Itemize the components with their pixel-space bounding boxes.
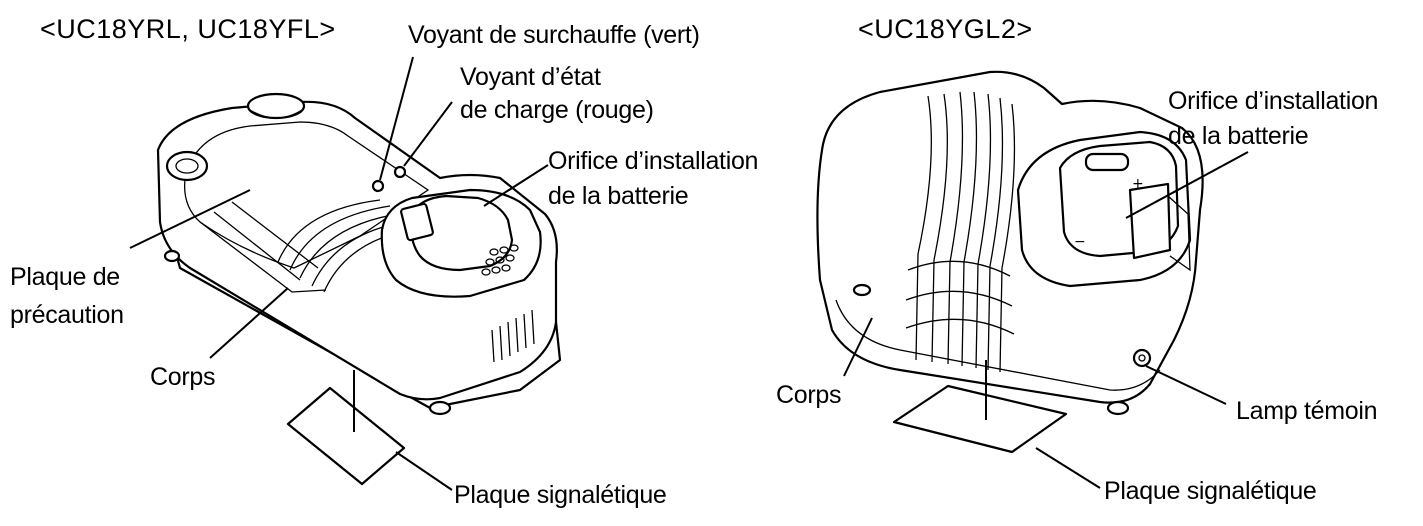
left-socket-tab	[400, 202, 434, 242]
right-leader-lines	[843, 151, 1249, 489]
right-foot-rear	[852, 283, 872, 297]
left-charger-illustration	[156, 92, 562, 416]
right-base-line	[835, 299, 1161, 391]
label-left-signal-plate: Plaque signalétique	[454, 481, 667, 509]
leader-caution-plate	[129, 189, 251, 249]
leader-left-signal	[395, 451, 453, 491]
label-right-signal-plate: Plaque signalétique	[1104, 477, 1317, 505]
svg-text:+: +	[1132, 176, 1144, 192]
label-pilot-lamp: Lamp témoin	[1236, 397, 1378, 425]
label-left-orifice-line2: de la batterie	[548, 182, 689, 210]
left-leader-lines	[129, 56, 549, 491]
svg-text:−: −	[1074, 234, 1086, 250]
label-right-orifice-line1: Orifice d’installation	[1168, 87, 1379, 115]
label-charge-state-line2: de charge (rouge)	[460, 96, 654, 124]
label-right-corps: Corps	[776, 381, 842, 409]
label-caution-plate-line2: précaution	[10, 301, 124, 329]
left-orifice	[409, 194, 514, 272]
label-charge-state-line1: Voyant d’état	[460, 63, 601, 91]
left-grip-ridge	[199, 201, 327, 293]
right-cord-column	[915, 91, 1016, 373]
label-left-orifice-line1: Orifice d’installation	[548, 147, 759, 175]
left-model-title: <UC18YRL, UC18YFL>	[40, 14, 336, 44]
left-cord-grooves	[277, 199, 411, 293]
leader-left-orifice	[483, 164, 549, 207]
right-model-title: <UC18YGL2>	[858, 14, 1033, 44]
left-nameplate	[286, 386, 406, 486]
left-charge-lamp	[393, 165, 407, 179]
label-right-orifice-line2: de la batterie	[1168, 122, 1309, 150]
leader-lamp	[1145, 365, 1227, 405]
right-top-slot	[1084, 152, 1130, 172]
leader-overheat	[379, 56, 414, 181]
left-foot-front	[428, 400, 452, 416]
leader-right-signal	[1035, 447, 1101, 489]
right-foot-front	[1106, 400, 1130, 416]
left-contact-dots	[481, 244, 519, 276]
left-top-post	[246, 92, 306, 120]
left-foot-rear	[163, 249, 181, 263]
left-overheat-lamp	[371, 179, 385, 193]
label-left-corps: Corps	[150, 363, 216, 391]
right-charger-illustration: + −	[816, 70, 1204, 416]
right-clip	[1128, 182, 1172, 260]
label-overheat-lamp: Voyant de surchauffe (vert)	[408, 21, 700, 49]
right-pilot-lamp	[1132, 348, 1152, 368]
leader-charge-state	[403, 101, 453, 167]
left-side-vents	[491, 309, 535, 363]
left-rear-post	[165, 150, 209, 182]
leader-left-corps	[209, 287, 289, 359]
leader-right-orifice	[1125, 151, 1249, 219]
leader-right-corps	[843, 317, 873, 377]
right-nameplate	[892, 384, 1068, 454]
label-caution-plate-line1: Plaque de	[10, 263, 120, 291]
